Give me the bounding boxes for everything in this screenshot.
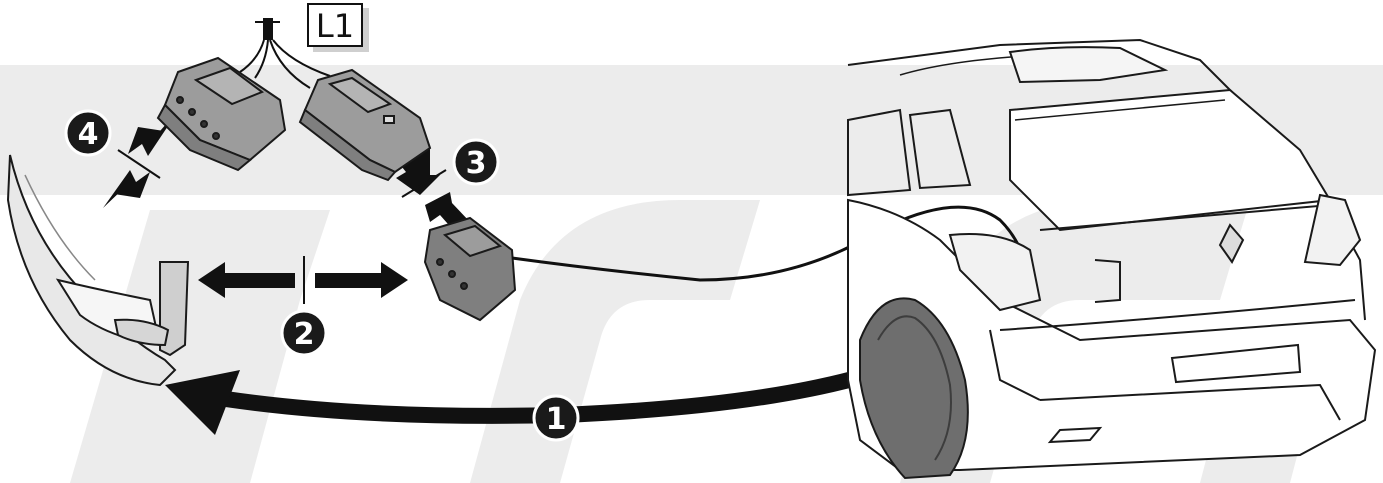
- step-badge-3: 3: [452, 138, 500, 186]
- tail-light: [6, 154, 190, 387]
- step-number-4: 4: [78, 117, 99, 152]
- step-number-2: 2: [294, 317, 315, 352]
- step-number-3: 3: [466, 146, 487, 181]
- arrow-4: [103, 108, 180, 208]
- step-badge-1: 1: [532, 394, 580, 442]
- harness-connector-female: [156, 56, 287, 172]
- car-tire: [859, 297, 969, 480]
- step-badge-2: 2: [280, 309, 328, 357]
- label-l1: L1: [316, 7, 354, 45]
- arrow-2: [198, 256, 408, 304]
- label-box: [307, 3, 363, 47]
- harness-connector-male: [298, 68, 432, 182]
- vehicle-connector: [423, 216, 517, 322]
- step-badge-4: 4: [64, 109, 112, 157]
- car-rear-view: [847, 38, 1377, 471]
- wiring-harness-l1: [239, 3, 369, 89]
- step-number-1: 1: [546, 402, 567, 437]
